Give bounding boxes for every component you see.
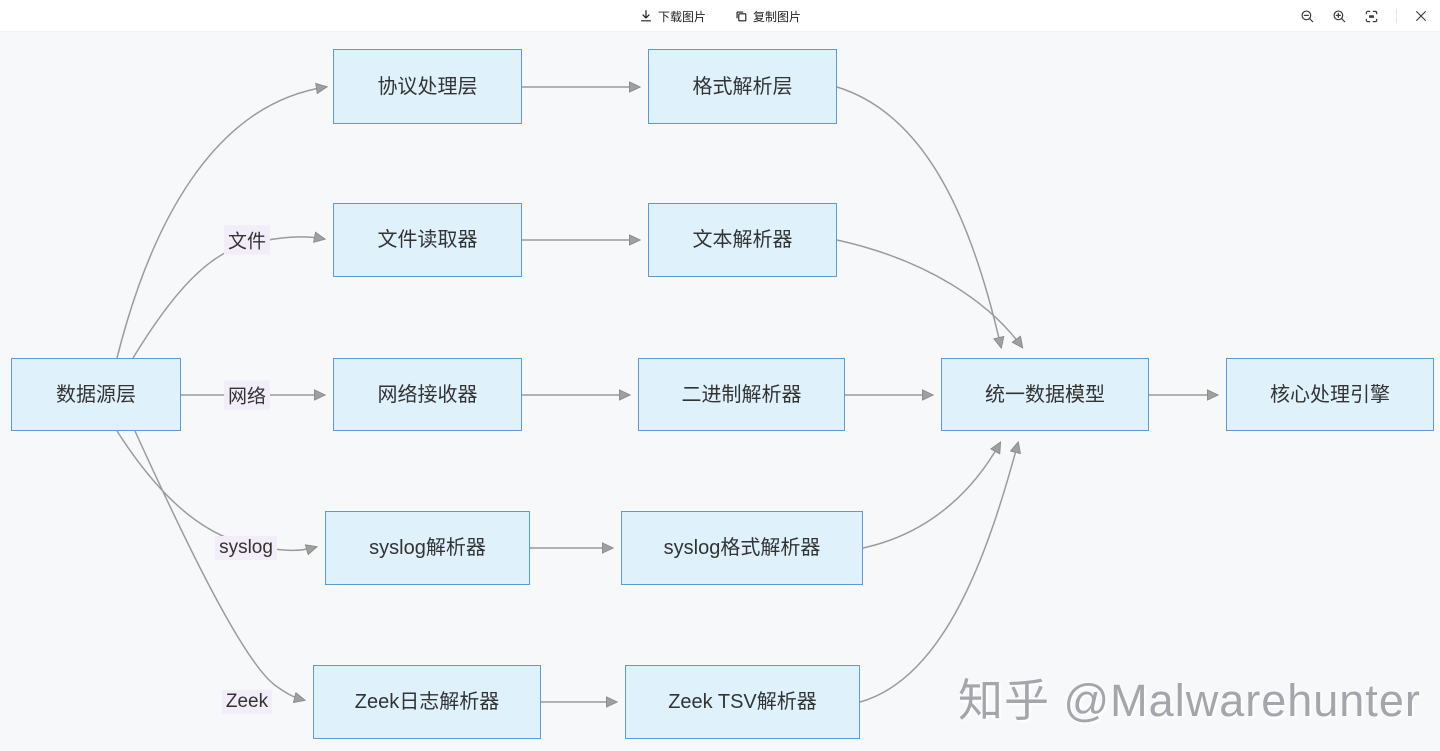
node-textparser: 文本解析器 <box>648 203 837 277</box>
edge-datasource-zeeklog <box>134 430 304 700</box>
edge-syslogfmt-unified <box>862 443 1000 549</box>
node-engine: 核心处理引擎 <box>1226 358 1434 431</box>
node-label: Zeek TSV解析器 <box>668 691 817 713</box>
node-label: syslog格式解析器 <box>663 537 821 559</box>
node-label: 协议处理层 <box>377 75 478 98</box>
node-label: 二进制解析器 <box>681 383 802 406</box>
zoom-out-icon[interactable] <box>1300 9 1315 24</box>
download-label: 下载图片 <box>657 9 706 24</box>
node-syslogfmt: syslog格式解析器 <box>621 511 863 585</box>
toolbar-center-actions: 下载图片 复制图片 <box>639 0 801 32</box>
edge-datasource-protocol <box>116 87 326 359</box>
node-format: 格式解析层 <box>648 49 837 124</box>
download-image-button[interactable]: 下载图片 <box>639 0 706 32</box>
node-zeeklog: Zeek日志解析器 <box>313 665 541 739</box>
edge-datasource-filereader <box>132 237 324 359</box>
node-label: 网络接收器 <box>377 383 478 406</box>
flowchart-image-canvas: 数据源层 协议处理层 格式解析层 文件读取器 文本解析器 网络接收器 二进制解析… <box>0 32 1440 751</box>
node-protocol: 协议处理层 <box>333 49 522 124</box>
edge-datasource-syslogparser <box>116 430 316 550</box>
edge-label-syslog: syslog <box>215 536 277 560</box>
edge-label-zeek: Zeek <box>221 690 273 714</box>
node-filereader: 文件读取器 <box>333 203 522 277</box>
node-label: 文件读取器 <box>377 229 478 251</box>
node-label: syslog解析器 <box>369 537 486 559</box>
close-icon[interactable] <box>1414 9 1428 23</box>
download-icon <box>639 9 653 23</box>
edge-format-unified <box>836 86 1001 347</box>
fit-screen-icon[interactable] <box>1364 9 1379 24</box>
node-unified: 统一数据模型 <box>941 358 1149 431</box>
node-label: Zeek日志解析器 <box>354 691 500 713</box>
node-label: 核心处理引擎 <box>1270 383 1390 406</box>
watermark: 知乎 @Malwarehunter <box>958 675 1421 726</box>
copy-image-button[interactable]: 复制图片 <box>734 0 801 32</box>
node-label: 数据源层 <box>56 383 136 406</box>
toolbar-divider <box>1396 9 1397 23</box>
toolbar-right-actions <box>1300 0 1440 32</box>
edge-label-network: 网络 <box>223 380 271 410</box>
node-binparser: 二进制解析器 <box>638 358 845 431</box>
edge-label-file: 文件 <box>223 225 271 255</box>
node-syslogparser: syslog解析器 <box>325 511 530 585</box>
image-viewer-toolbar: 下载图片 复制图片 <box>0 0 1440 32</box>
node-netrecv: 网络接收器 <box>333 358 522 431</box>
zoom-in-icon[interactable] <box>1332 9 1347 24</box>
node-label: 统一数据模型 <box>985 383 1105 406</box>
copy-icon <box>734 9 748 23</box>
node-label: 文本解析器 <box>692 229 793 251</box>
node-zeektsv: Zeek TSV解析器 <box>625 665 860 739</box>
copy-label: 复制图片 <box>753 9 802 24</box>
edge-zeektsv-unified <box>859 443 1018 703</box>
node-datasource: 数据源层 <box>11 358 181 431</box>
edge-textparser-unified <box>836 239 1022 347</box>
node-label: 格式解析层 <box>692 75 793 98</box>
